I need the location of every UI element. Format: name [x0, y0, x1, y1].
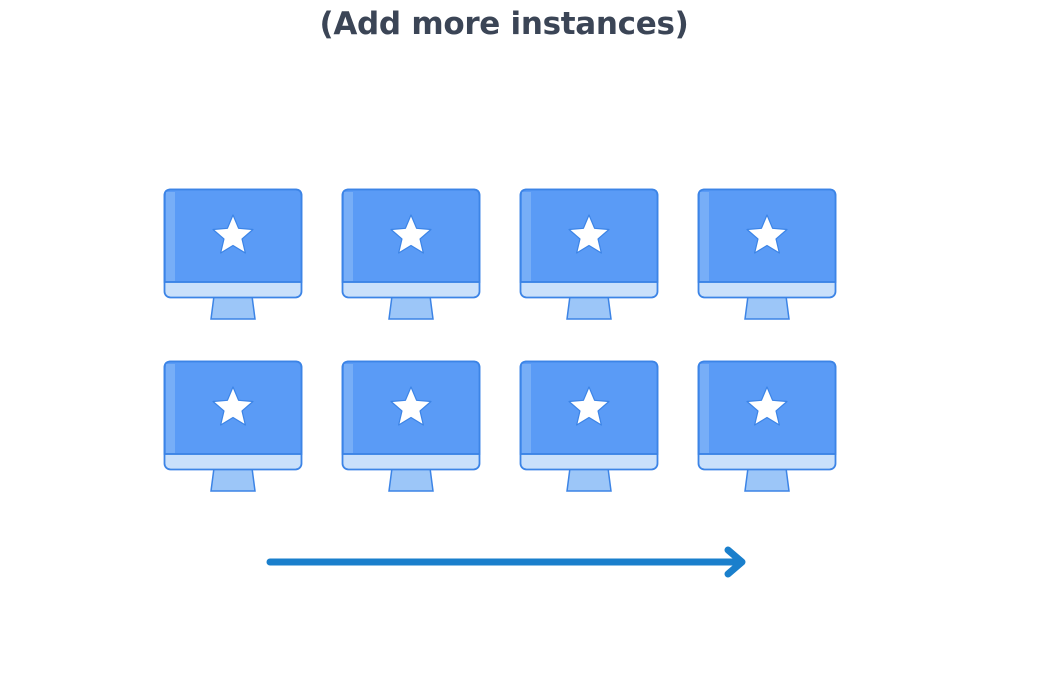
monitor-star-icon	[341, 188, 481, 320]
instance-monitor-1	[163, 188, 303, 320]
star-icon	[746, 386, 788, 426]
instance-grid	[163, 188, 837, 492]
diagram-title: (Add more instances)	[319, 6, 689, 42]
instance-monitor-2	[341, 188, 481, 320]
star-icon	[212, 386, 254, 426]
star-icon	[568, 214, 610, 254]
instance-monitor-8	[697, 360, 837, 492]
star-icon	[390, 214, 432, 254]
instance-monitor-4	[697, 188, 837, 320]
scale-out-arrow-icon	[266, 546, 746, 578]
monitor-stand	[566, 295, 612, 320]
monitor-stand	[388, 295, 434, 320]
star-icon	[746, 214, 788, 254]
monitor-star-icon	[697, 188, 837, 320]
monitor-star-icon	[341, 360, 481, 492]
instance-monitor-3	[519, 188, 659, 320]
instance-monitor-5	[163, 360, 303, 492]
monitor-stand	[210, 295, 256, 320]
monitor-stand	[744, 467, 790, 492]
star-icon	[212, 214, 254, 254]
monitor-star-icon	[697, 360, 837, 492]
star-icon	[390, 386, 432, 426]
monitor-star-icon	[519, 360, 659, 492]
instance-monitor-7	[519, 360, 659, 492]
monitor-star-icon	[163, 188, 303, 320]
monitor-stand	[566, 467, 612, 492]
monitor-star-icon	[163, 360, 303, 492]
star-icon	[568, 386, 610, 426]
instance-monitor-6	[341, 360, 481, 492]
monitor-stand	[388, 467, 434, 492]
monitor-stand	[210, 467, 256, 492]
monitor-stand	[744, 295, 790, 320]
monitor-star-icon	[519, 188, 659, 320]
